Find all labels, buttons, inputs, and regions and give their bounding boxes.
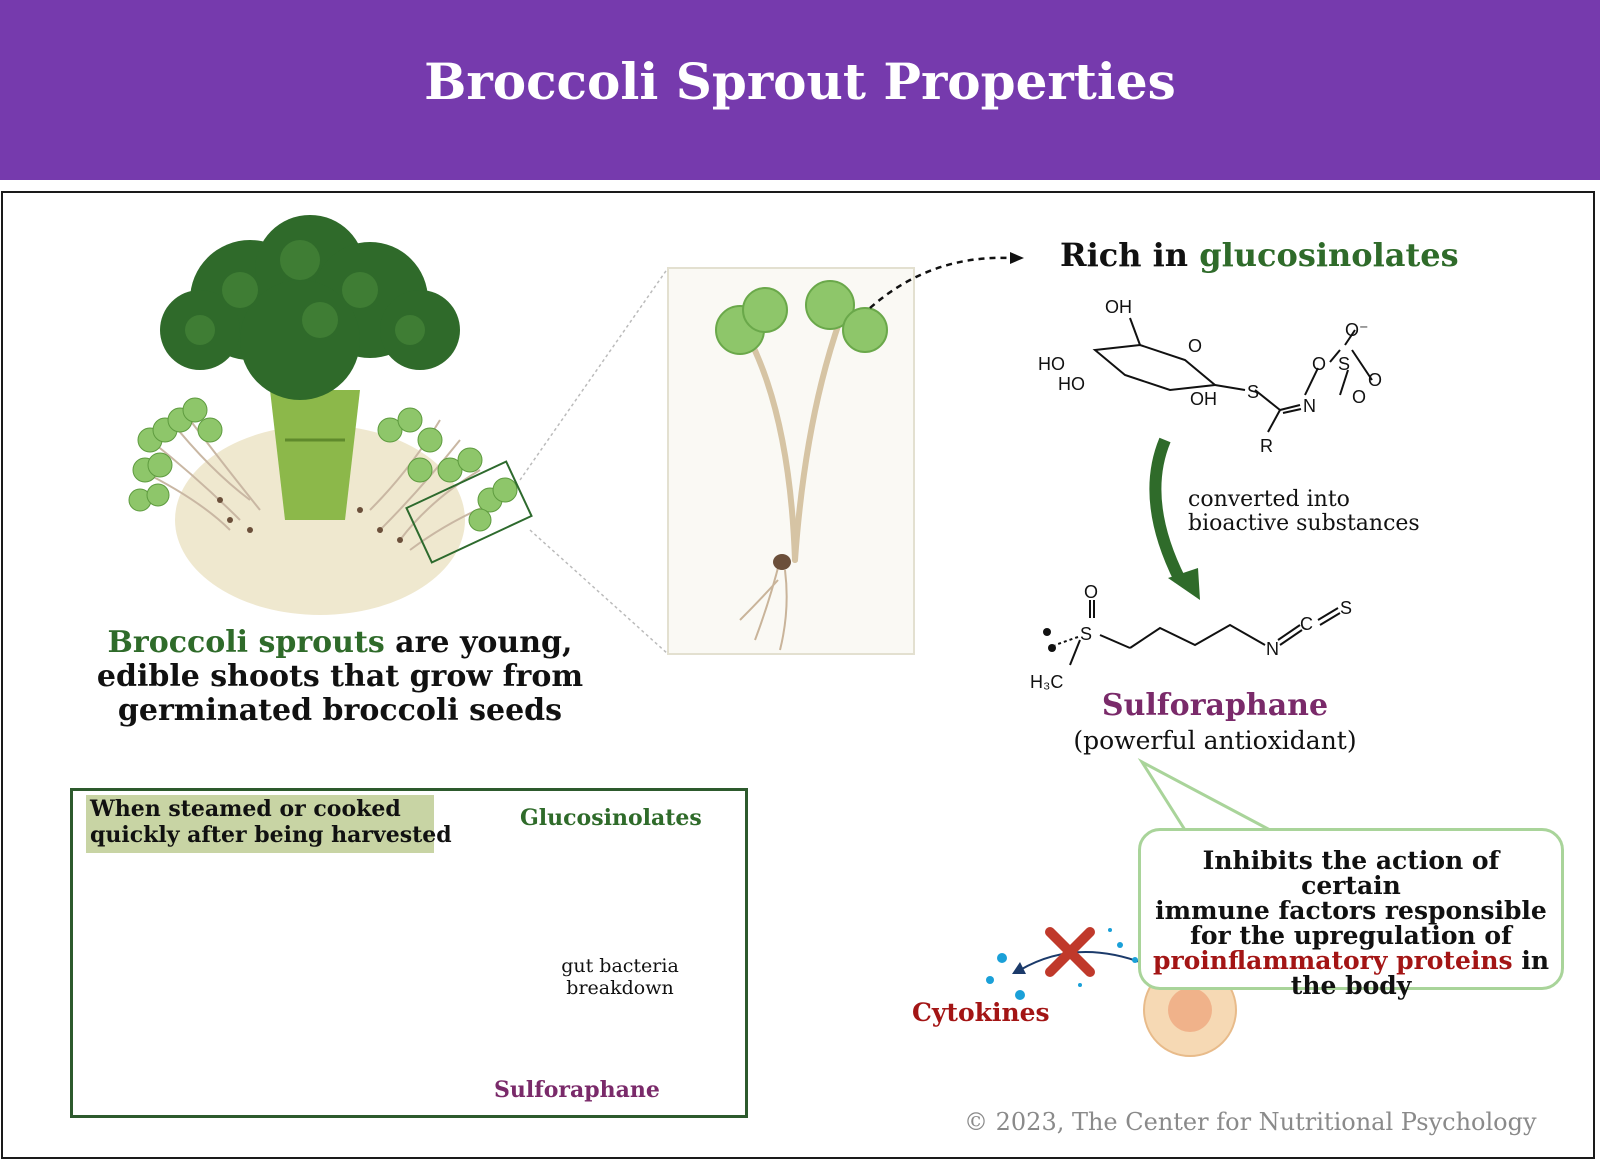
inset-sulforaphane-label: Sulforaphane [494,1077,660,1103]
inset-note-line2: quickly after being harvested [90,822,452,848]
sulf-c-label: C [1300,614,1313,634]
r-label: R [1260,436,1273,456]
oh-label-bottom: OH [1190,389,1217,409]
cytokine-dots [986,928,1138,1000]
converted-line2: bioactive substances [1188,511,1420,536]
rich-in-heading: Rich in glucosinolates [1060,236,1459,274]
single-sprout [747,317,843,563]
caption-line3: germinated broccoli seeds [117,693,563,728]
o-label-sulfate-bottom: O [1352,387,1366,407]
sulforaphane-subtitle: (powerful antioxidant) [1073,726,1357,755]
glucosinolate-structure [1092,317,1373,433]
n-label: N [1303,396,1316,416]
gut-line1: gut bacteria [561,955,679,977]
seeds [217,497,403,543]
sulforaphane-structure [1054,600,1341,666]
zoom-box [405,460,533,564]
o-label-link: O [1312,354,1326,374]
gut-line2: breakdown [566,977,674,999]
rich-highlight: glucosinolates [1199,236,1459,274]
sulf-s-label: S [1080,624,1092,644]
broccoli-stalk [270,390,360,520]
sprout-leaves-left [128,397,223,512]
inhibits-text: Inhibits the action of certain immune fa… [1150,848,1552,998]
inhibits-highlight: proinflammatory proteins [1152,946,1513,975]
inhibits-after: in [1512,946,1550,975]
sprout-leaves-right [377,407,518,532]
rich-prefix: Rich in [1060,236,1200,274]
cytokines-label: Cytokines [912,998,1050,1027]
sulf-n-label: N [1266,639,1279,659]
content-frame [1,191,1595,1159]
x-mark-icon [1045,927,1095,977]
inhibits-line3: for the upregulation of [1190,921,1512,950]
page-title: Broccoli Sprout Properties [424,52,1176,111]
sulf-s2-label: S [1340,598,1352,618]
inhibits-line5: the body [1290,971,1412,1000]
inhibits-line1: Inhibits the action of certain [1202,846,1500,900]
s-label: S [1247,382,1259,402]
converted-line1: converted into [1188,487,1350,512]
o-minus-label: O⁻ [1345,320,1369,340]
oh-label-top: OH [1105,297,1132,317]
ring-o-label: O [1188,336,1202,356]
sprout-cotyledons [715,280,888,355]
o-label-sulfate-right: O [1368,370,1382,390]
caption-highlight: Broccoli sprouts [107,625,385,660]
gut-bacteria-label: gut bacteria breakdown [560,955,680,999]
dashed-arrow [869,256,1011,309]
cytokine-arrow [1019,951,1156,971]
s-label-sulfate: S [1338,354,1350,374]
sulf-h3c-label: H₃C [1030,672,1063,692]
inhibits-bubble [1138,828,1564,990]
ho-label-2: HO [1058,374,1085,394]
conversion-arrow [1149,437,1186,583]
sulf-o-label: O [1084,582,1098,602]
inset-glucosinolates-title: Glucosinolates [520,805,702,831]
caption-line1: are young, [384,625,573,660]
header-banner: Broccoli Sprout Properties [0,0,1600,180]
sulforaphane-title: Sulforaphane [1101,688,1329,723]
caption-line2: edible shoots that grow from [96,659,584,694]
inset-note: When steamed or cooked quickly after bei… [90,796,452,848]
copyright: © 2023, The Center for Nutritional Psych… [964,1108,1537,1136]
ho-label-1: HO [1038,354,1065,374]
inset-highlight-box [86,795,434,853]
converted-label: converted into bioactive substances [1188,488,1420,536]
inhibits-line2: immune factors responsible [1155,896,1547,925]
bubble-tail [1137,758,1271,832]
broccoli-caption: Broccoli sprouts are young, edible shoot… [80,626,600,728]
inset-note-line1: When steamed or cooked [90,796,401,822]
